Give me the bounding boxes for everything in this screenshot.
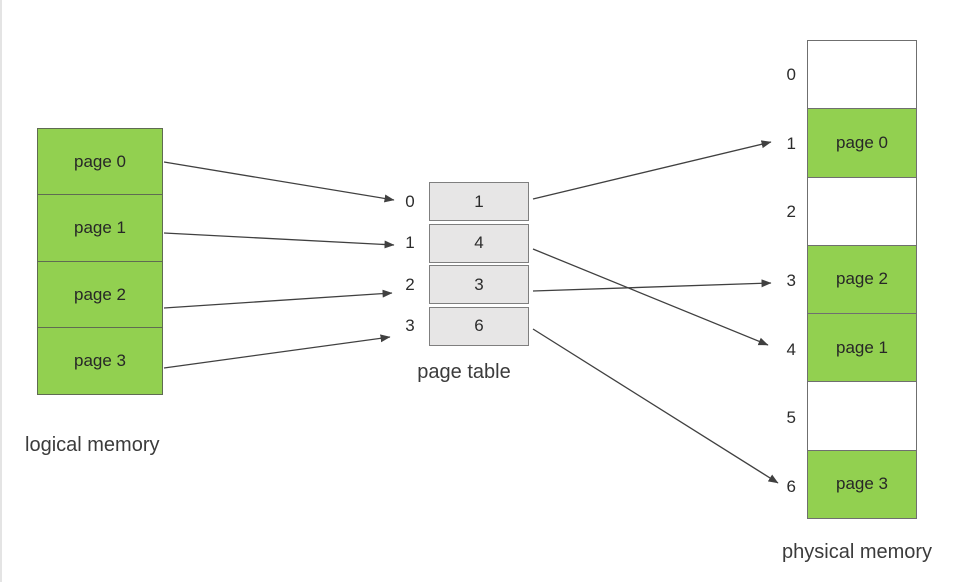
arrow-page0-to-entry0 [163, 161, 395, 203]
physical-frame [808, 177, 916, 246]
physical-frame-index: 3 [786, 271, 796, 290]
arrow-page1-to-entry1 [163, 232, 395, 249]
physical-frame-index: 2 [786, 202, 796, 221]
physical-frame-index: 0 [786, 65, 796, 84]
arrow-page2-to-entry2 [163, 289, 393, 309]
physical-frame: page 0 [808, 109, 916, 178]
arrow-page3-to-entry3 [163, 334, 391, 369]
logical-page-cell: page 2 [37, 260, 163, 329]
physical-frame-index: 1 [786, 134, 796, 153]
page-table-row: 3 6 [398, 306, 529, 346]
physical-frame [808, 382, 916, 451]
page-table-index: 2 [405, 274, 415, 294]
page-table-entry: 6 [429, 306, 529, 346]
physical-frame: page 3 [808, 450, 916, 518]
arrow-entry0-to-frame1 [532, 140, 772, 200]
page-table-entry: 4 [429, 223, 529, 263]
physical-frame-index: 4 [786, 340, 796, 359]
physical-memory-column: page 0 page 2 page 1 page 3 [807, 40, 917, 519]
physical-frame [808, 41, 916, 110]
page-table: 0 1 1 4 2 3 3 6 [398, 182, 529, 348]
logical-page-cell: page 3 [37, 327, 163, 396]
logical-memory-column: page 0 page 1 page 2 page 3 [37, 128, 163, 396]
physical-memory-caption: physical memory [782, 541, 933, 563]
page-table-index: 1 [405, 233, 415, 252]
page-table-caption: page table [417, 361, 511, 383]
logical-page-cell: page 1 [37, 194, 163, 263]
logical-page-cell: page 0 [37, 128, 163, 196]
page-table-row: 1 4 [398, 223, 529, 263]
page-table-index: 0 [405, 191, 415, 211]
page-table-row: 0 1 [398, 182, 529, 221]
left-edge-line [0, 0, 2, 582]
arrow-entry3-to-frame6 [532, 328, 779, 484]
page-table-index: 3 [405, 316, 415, 335]
page-table-entry: 3 [429, 265, 529, 304]
physical-frame: page 2 [808, 245, 916, 315]
page-table-entry: 1 [429, 182, 529, 221]
arrow-entry2-to-frame3 [532, 279, 772, 292]
physical-frame: page 1 [808, 314, 916, 383]
page-table-row: 2 3 [398, 265, 529, 304]
arrow-entry1-to-frame4 [532, 248, 769, 346]
physical-frame-index: 6 [786, 477, 796, 496]
physical-frame-index: 5 [786, 408, 796, 427]
logical-memory-caption: logical memory [25, 434, 160, 456]
